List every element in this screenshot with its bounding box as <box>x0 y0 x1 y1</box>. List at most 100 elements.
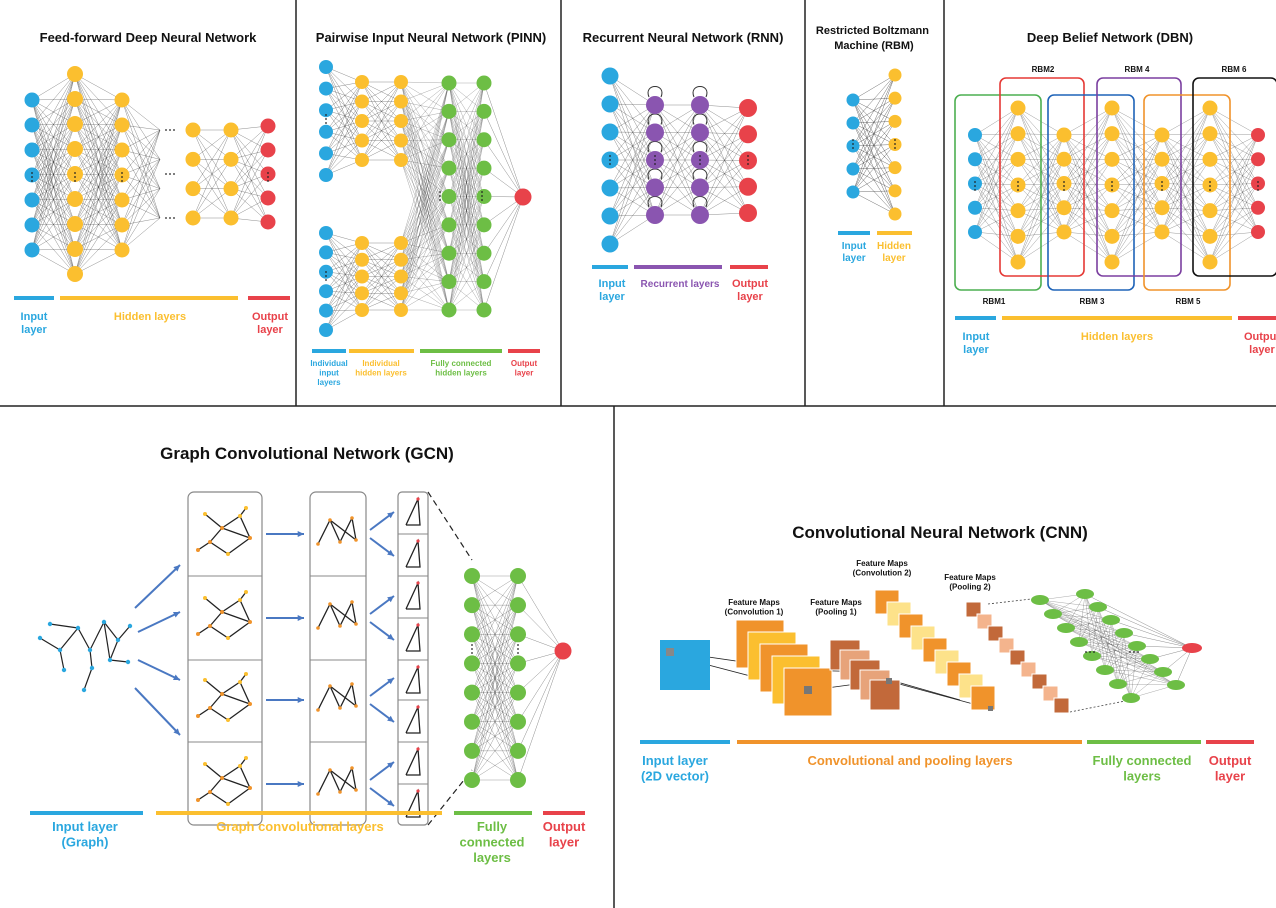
ffdnn-node <box>185 181 201 197</box>
gcn-mini-edge <box>197 541 211 551</box>
ellipsis-dot <box>517 648 519 650</box>
edge <box>699 159 749 187</box>
graph-node <box>37 635 43 641</box>
dbn-hidden-bar <box>1002 316 1232 320</box>
edge <box>609 131 656 188</box>
dbn-node <box>1251 152 1265 167</box>
dbn-node <box>1202 254 1218 270</box>
edge <box>121 99 161 189</box>
ellipsis-dot <box>894 147 896 149</box>
graph-node <box>101 619 107 625</box>
rnn-input-node <box>601 207 619 225</box>
ffdnn-node <box>24 142 40 158</box>
rnn-recurrent-node <box>646 96 664 114</box>
pinn-hidden-node <box>355 133 369 148</box>
cnn-fc-node <box>1102 615 1120 625</box>
edge <box>1111 210 1163 233</box>
ellipsis-dot <box>852 139 854 141</box>
gcn-mini-edge <box>329 769 357 791</box>
gcn-mini-node <box>338 624 342 628</box>
cnn-title: Convolutional Neural Network (CNN) <box>792 523 1088 542</box>
recurrent-loop <box>692 113 708 125</box>
rnn-title: Recurrent Neural Network (RNN) <box>583 30 784 45</box>
edge <box>852 98 896 193</box>
cnn-pool2-map <box>1031 673 1048 690</box>
pinn-hidden-node <box>394 94 408 109</box>
dbn-title: Deep Belief Network (DBN) <box>1027 30 1193 45</box>
gcn-mini-edge <box>351 767 357 791</box>
edge <box>121 129 161 226</box>
edge <box>31 223 76 251</box>
edge <box>1161 207 1211 263</box>
gcn-mini-edge <box>227 537 251 555</box>
edge <box>1084 593 1193 649</box>
edge <box>121 149 161 189</box>
graph-node <box>81 687 87 693</box>
gcn-mini-edge <box>317 685 331 711</box>
ffdnn-node <box>24 217 40 233</box>
edge <box>400 82 450 161</box>
edge <box>852 144 896 193</box>
edge <box>1209 133 1259 136</box>
recurrent-loop <box>692 86 708 98</box>
pinn-fc-node <box>441 75 457 91</box>
gcn-fc-node <box>464 597 480 614</box>
ellipsis-dot <box>699 163 701 165</box>
gcn-mini-triangle <box>405 788 421 818</box>
edge <box>1161 107 1211 160</box>
dbn-rbm-box <box>1096 77 1182 277</box>
recurrent-loop <box>692 141 708 153</box>
cnn-pool2-map <box>976 613 993 630</box>
edge <box>361 259 402 311</box>
edge <box>483 82 524 198</box>
ellipsis-dot <box>121 176 123 178</box>
pinn-hidden-node <box>355 114 369 128</box>
gcn-arrow-head <box>297 614 304 622</box>
pinn-input-label-line: input <box>319 369 339 378</box>
gcn-input-bar <box>30 811 143 815</box>
cnn-input-kernel <box>666 648 674 656</box>
edge <box>1161 159 1211 263</box>
edge <box>609 131 656 216</box>
gcn-fc-node <box>510 772 526 788</box>
edge <box>325 101 363 154</box>
edge <box>1111 107 1163 208</box>
edge <box>230 159 269 223</box>
edge <box>974 107 1019 136</box>
edge <box>1063 134 1113 263</box>
edge <box>1161 134 1211 160</box>
rnn-recurrent-node <box>691 96 709 114</box>
ffdnn-node <box>24 117 40 133</box>
cnn-kernel <box>988 706 993 711</box>
ellipsis-dot <box>267 172 269 174</box>
cnn-pool2-map <box>1020 661 1037 678</box>
edge <box>1063 184 1113 233</box>
rbm-input-bar <box>838 231 870 235</box>
pinn-input-bar <box>312 349 346 353</box>
edge <box>609 104 656 189</box>
dbn-node <box>1010 177 1026 193</box>
rbm-hidden-node <box>888 207 902 221</box>
edge <box>1161 133 1211 136</box>
edge <box>31 73 76 126</box>
gcn-mini-node <box>350 682 354 686</box>
gcn-mini-node <box>220 526 224 530</box>
pinn-title: Pairwise Input Neural Network (PINN) <box>316 30 546 45</box>
dbn-node <box>1056 151 1072 167</box>
edge <box>325 81 363 176</box>
edge <box>1063 107 1113 136</box>
edge <box>852 74 896 124</box>
pinn-hidden-node <box>394 303 408 317</box>
ffdnn-node <box>114 92 130 108</box>
gcn-mini-edge <box>209 707 229 721</box>
ffdnn-node <box>260 118 276 134</box>
edge <box>517 650 564 751</box>
pinn-fc-node <box>476 274 492 290</box>
edge <box>1209 134 1259 186</box>
edge <box>699 134 749 161</box>
ellipsis-dot <box>1161 181 1163 183</box>
